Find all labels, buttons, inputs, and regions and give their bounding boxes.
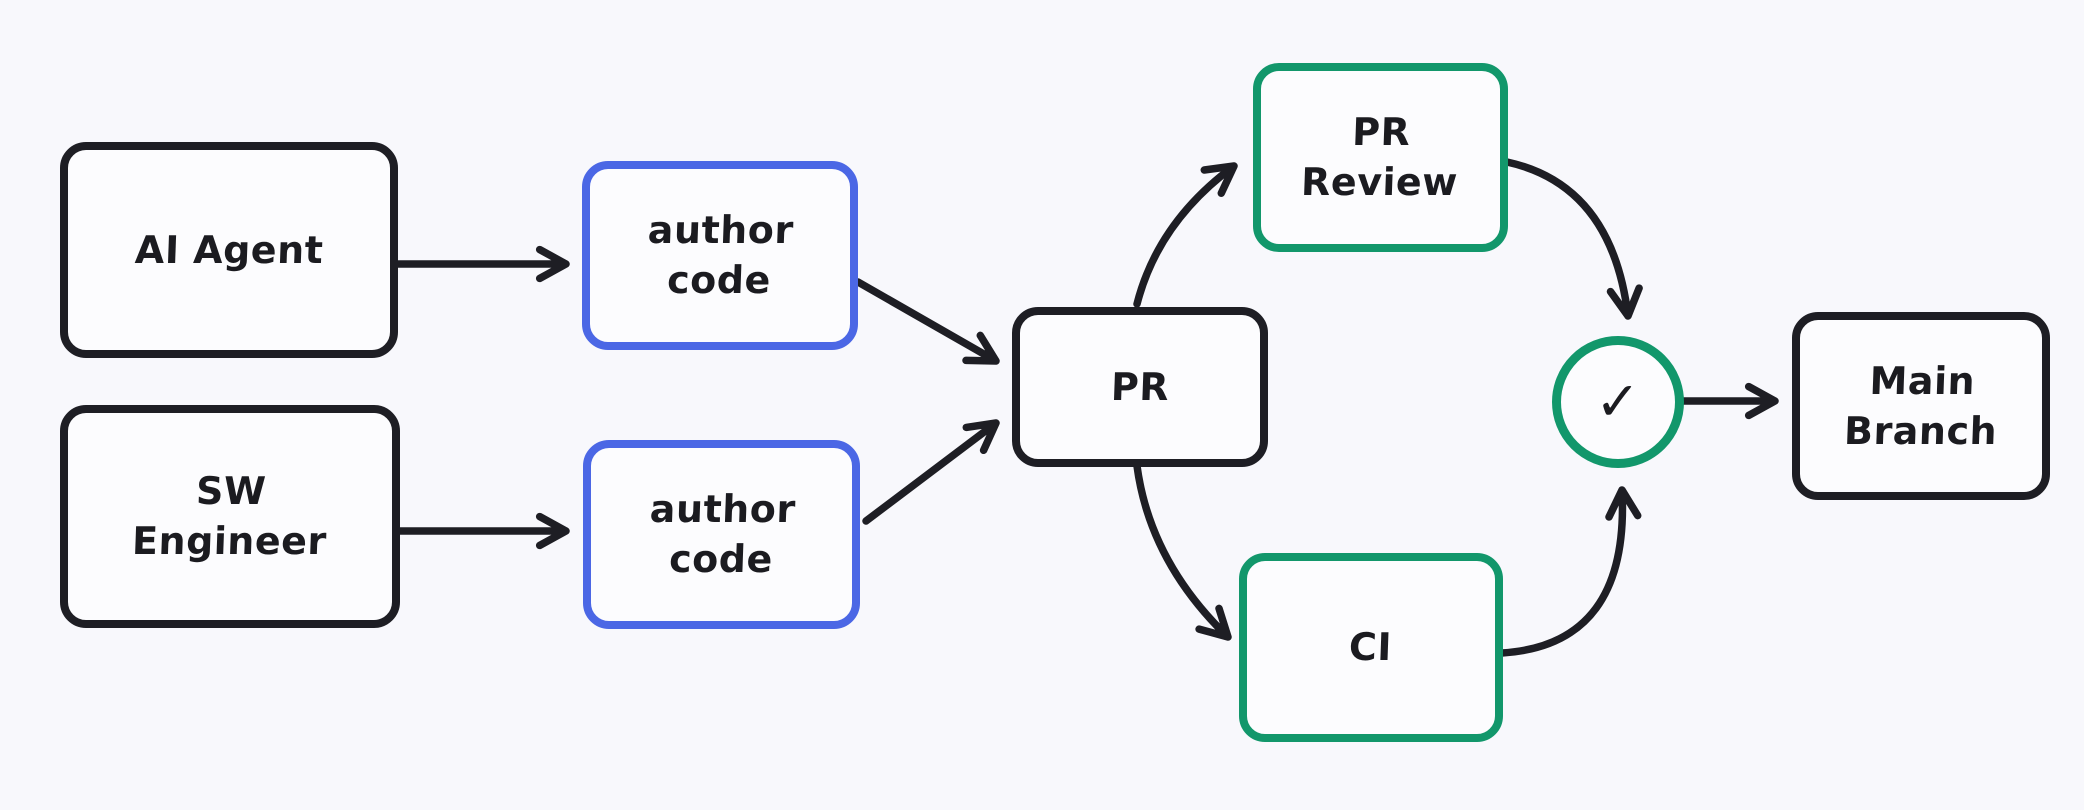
node-sw-engineer: SW Engineer <box>60 405 400 628</box>
node-label-sw-engineer: SW Engineer <box>131 469 328 564</box>
node-author-code-2: author code <box>583 440 860 629</box>
edge-author-code-1-to-pr <box>854 278 1000 365</box>
edge-ci-to-check <box>1498 486 1642 657</box>
edge-sw-engineer-to-author-code-2 <box>396 512 570 550</box>
edge-pr-review-to-check <box>1503 158 1643 320</box>
node-label-pr: PR <box>1110 364 1170 409</box>
node-pr: PR <box>1012 307 1268 467</box>
node-label-ai-agent: AI Agent <box>134 227 324 272</box>
node-label-author-code-1: author code <box>647 208 795 303</box>
edge-check-to-main-branch <box>1678 382 1779 420</box>
node-label-pr-review: PR Review <box>1300 110 1459 205</box>
node-approved-check: ✓ <box>1552 336 1684 468</box>
node-label-author-code-2: author code <box>648 487 797 582</box>
node-ci: CI <box>1239 553 1503 742</box>
edge-ai-agent-to-author-code-1 <box>394 245 570 283</box>
node-label-ci: CI <box>1348 625 1394 670</box>
edge-pr-to-pr-review <box>1133 162 1238 308</box>
node-author-code-1: author code <box>582 161 858 350</box>
node-pr-review: PR Review <box>1253 63 1508 252</box>
node-label-approved-check: ✓ <box>1595 370 1641 433</box>
node-main-branch: Main Branch <box>1792 312 2050 500</box>
node-label-main-branch: Main Branch <box>1842 358 1998 453</box>
edge-pr-to-ci <box>1133 462 1232 641</box>
node-ai-agent: AI Agent <box>60 142 398 358</box>
edge-author-code-2-to-pr <box>862 419 1000 525</box>
